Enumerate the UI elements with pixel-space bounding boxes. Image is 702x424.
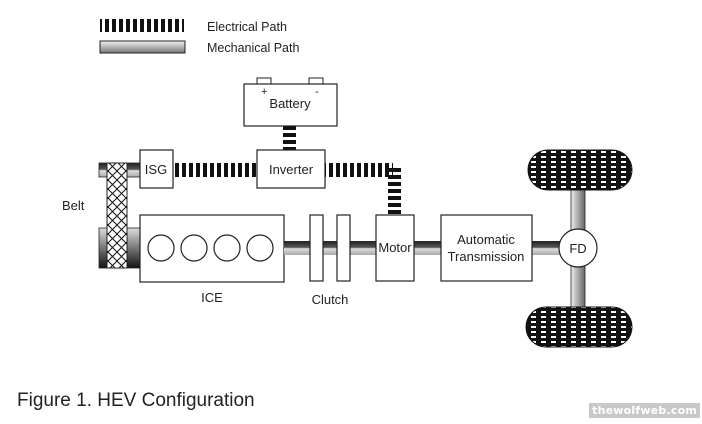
isg: ISG (139, 149, 174, 189)
electrical-path-swatch (100, 19, 184, 32)
shaft-clutch-motor (350, 241, 376, 255)
battery-box (243, 83, 338, 127)
battery-plus: + (261, 86, 267, 98)
belt-label: Belt (62, 198, 85, 213)
inverter-label: Inverter (269, 162, 314, 177)
ice-label: ICE (201, 290, 223, 305)
clutch-plate-2 (336, 214, 351, 282)
transmission-label-line1: Automatic (457, 232, 515, 247)
fd-label: FD (569, 241, 586, 256)
legend-electrical-label: Electrical Path (207, 20, 287, 34)
automatic-transmission: Automatic Transmission (440, 214, 533, 282)
legend: Electrical Path Mechanical Path (99, 19, 299, 55)
electrical-path-isg-inverter (174, 163, 257, 177)
shaft-ice-clutch (284, 241, 310, 255)
mechanical-path-swatch (99, 40, 186, 54)
axle-upper (570, 189, 586, 231)
clutch-plate-1 (309, 214, 324, 282)
cylinder-2 (180, 234, 208, 262)
inverter: Inverter (256, 149, 326, 189)
transmission-label-line2: Transmission (448, 249, 525, 264)
motor: Motor (375, 214, 415, 282)
shaft-clutch-gap (323, 241, 337, 255)
wheel-front (527, 149, 633, 191)
figure-caption: Figure 1. HEV Configuration (17, 390, 255, 411)
battery: + - Battery (243, 77, 338, 127)
watermark: thewolfweb.com (589, 403, 700, 418)
final-drive: FD (558, 228, 598, 268)
isg-label: ISG (145, 162, 167, 177)
clutch-label: Clutch (312, 292, 349, 307)
legend-mechanical-label: Mechanical Path (207, 41, 299, 55)
axle-lower (570, 265, 586, 309)
ice-engine: ICE (139, 214, 285, 305)
clutch: Clutch (309, 214, 351, 307)
cylinder-3 (213, 234, 241, 262)
cylinder-1 (147, 234, 175, 262)
motor-label: Motor (378, 240, 412, 255)
electrical-path-battery-inverter (283, 126, 296, 150)
electrical-path-inverter-motor-h (325, 163, 393, 177)
battery-minus: - (315, 86, 319, 98)
wheel-rear (525, 306, 633, 348)
belt (106, 162, 128, 269)
shaft-transmission-fd (532, 241, 561, 255)
cylinder-4 (246, 234, 274, 262)
electrical-path-inverter-motor-v (388, 165, 401, 215)
battery-label: Battery (269, 96, 311, 111)
shaft-motor-transmission (414, 241, 441, 255)
